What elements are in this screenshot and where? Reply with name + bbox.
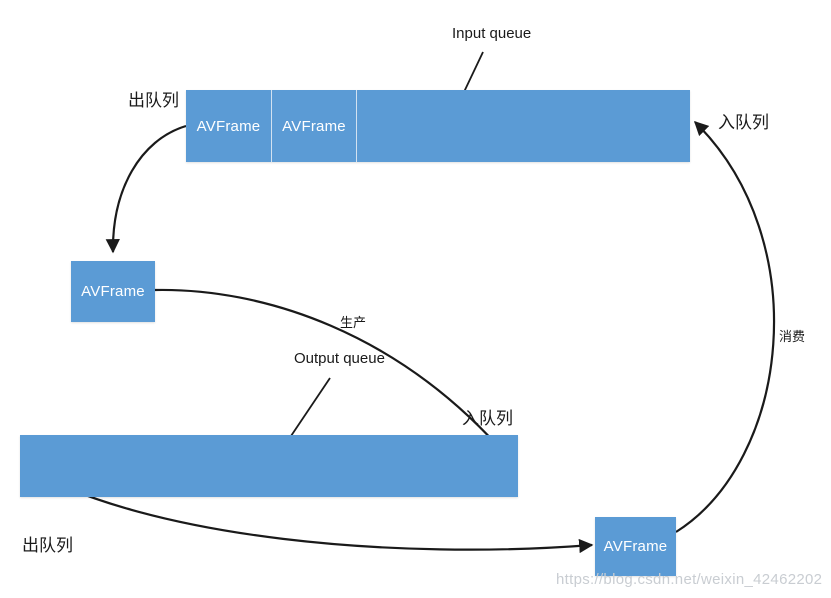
- watermark-text: https://blog.csdn.net/weixin_42462202: [556, 571, 823, 588]
- consume-label: 消费: [779, 330, 806, 345]
- bottom-avframe-label: AVFrame: [603, 538, 668, 555]
- input-queue-divider-1: [356, 90, 357, 162]
- input-queue-cell-2[interactable]: [357, 90, 690, 162]
- produce-label: 生产: [340, 316, 367, 331]
- output-queue-dequeue-label: 出队列: [22, 536, 73, 556]
- output-queue-bar[interactable]: [20, 435, 518, 497]
- middle-avframe-label: AVFrame: [81, 283, 145, 300]
- output-queue-caption: Output queue: [294, 350, 385, 367]
- middle-avframe-box[interactable]: AVFrame: [71, 261, 155, 322]
- consume-arrow: [675, 120, 775, 533]
- input-queue-cell-0[interactable]: AVFrame: [186, 90, 271, 162]
- input-queue-dequeue-label: 出队列: [128, 91, 179, 111]
- input-dequeue-arrow: [105, 124, 187, 254]
- output-queue-enqueue-label: 入队列: [462, 409, 513, 429]
- input-queue-caption: Input queue: [452, 25, 532, 42]
- input-queue-leader-line: [463, 51, 484, 93]
- output-queue-cell-0[interactable]: [20, 435, 518, 497]
- input-queue-cell-1[interactable]: AVFrame: [272, 90, 356, 162]
- output-queue-leader-line: [290, 377, 331, 437]
- input-queue-enqueue-label: 入队列: [718, 113, 769, 133]
- input-queue-cell-0-label: AVFrame: [196, 117, 261, 135]
- produce-arrow: [154, 288, 513, 464]
- input-queue-divider-0: [271, 90, 272, 162]
- input-queue-bar[interactable]: AVFrame AVFrame: [186, 90, 690, 162]
- bottom-avframe-box[interactable]: AVFrame: [595, 517, 676, 576]
- input-queue-cell-1-label: AVFrame: [282, 117, 346, 135]
